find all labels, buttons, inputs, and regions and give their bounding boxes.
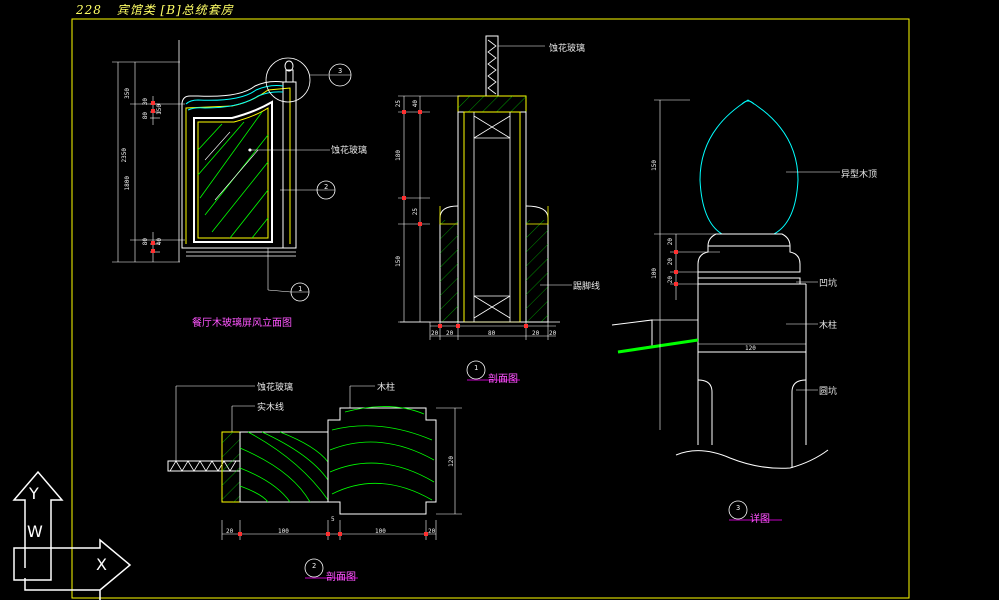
dim-det-e: 20 xyxy=(667,276,674,284)
label-wood-post-section2: 木柱 xyxy=(377,383,396,393)
ucs-w-label: W xyxy=(27,522,43,541)
sheet-header: 228 宾馆类 [B]总统套房 xyxy=(76,1,244,18)
ucs-icon xyxy=(12,470,132,600)
callout-1-number: 1 xyxy=(298,285,303,293)
label-baseboard: 踢脚线 xyxy=(573,282,601,292)
label-etched-glass-elevation: 蚀花玻璃 xyxy=(331,146,368,156)
label-etched-glass-section2: 蚀花玻璃 xyxy=(257,383,294,393)
dim-sec1-w5: 20 xyxy=(549,330,557,337)
title-elevation: 餐厅木玻璃屏风立面图 xyxy=(192,318,292,329)
section-1-title-circle xyxy=(466,360,486,380)
label-wood-post-detail: 木柱 xyxy=(819,321,838,331)
dim-sec2-w1: 20 xyxy=(226,528,234,535)
callout-3-number: 3 xyxy=(338,67,343,75)
title-section-1: 剖面图 xyxy=(488,374,518,385)
section-2-drawing xyxy=(167,385,462,579)
label-etched-glass-section1: 蚀花玻璃 xyxy=(549,44,586,54)
section-2-title-circle xyxy=(304,558,324,578)
dim-det-d: 100 xyxy=(651,268,658,279)
dim-sec1-d: 25 xyxy=(412,208,419,216)
sheet-border xyxy=(71,18,910,599)
dim-sec1-w2: 20 xyxy=(446,330,454,337)
dim-sec1-w1: 20 xyxy=(431,330,439,337)
dim-sec2-w3: 5 xyxy=(331,516,335,523)
elevation-drawing xyxy=(112,40,352,302)
label-solid-wood-line: 实木线 xyxy=(257,403,285,413)
dim-elev-d: 40 xyxy=(156,238,163,246)
ucs-x-label: X xyxy=(96,555,107,574)
dim-det-c: 20 xyxy=(667,258,674,266)
section-2-number: 2 xyxy=(312,562,317,570)
dim-sec1-e: 150 xyxy=(395,256,402,267)
title-detail-3: 详图 xyxy=(750,514,770,525)
dim-sec1-w4: 20 xyxy=(532,330,540,337)
dim-elev-top: 350 xyxy=(124,88,131,99)
dim-det-w: 120 xyxy=(745,345,756,352)
dim-sec1-a: 25 xyxy=(395,100,402,108)
dim-det-a: 150 xyxy=(651,160,658,171)
label-round-groove: 圆坑 xyxy=(819,387,838,397)
dim-elev-e: 150 xyxy=(156,104,163,115)
label-concave-groove: 凹坑 xyxy=(819,279,838,289)
callout-2-number: 2 xyxy=(324,183,329,191)
dim-elev-a: 30 xyxy=(142,98,149,106)
label-shaped-wood-top: 异型木顶 xyxy=(841,170,878,180)
section-1-number: 1 xyxy=(474,364,479,372)
dim-elev-c: 80 xyxy=(142,238,149,246)
dim-sec2-w5: 20 xyxy=(428,528,436,535)
dim-sec2-h: 120 xyxy=(448,456,455,467)
page-number: 228 xyxy=(76,3,102,17)
detail-3-drawing xyxy=(611,99,840,521)
dim-sec1-b: 40 xyxy=(412,100,419,108)
dim-sec2-w4: 100 xyxy=(375,528,386,535)
dim-sec1-c: 180 xyxy=(395,150,402,161)
dim-elev-total: 2350 xyxy=(121,148,128,163)
sheet-title: 宾馆类 [B]总统套房 xyxy=(116,3,234,17)
dim-sec2-w2: 100 xyxy=(278,528,289,535)
dim-elev-mid: 1800 xyxy=(124,176,131,191)
detail-3-number: 3 xyxy=(736,504,741,512)
dim-sec1-w3: 80 xyxy=(488,330,496,337)
dim-det-b: 20 xyxy=(667,238,674,246)
ucs-y-label: Y xyxy=(29,484,39,503)
section-1-drawing xyxy=(398,35,572,381)
detail-3-title-circle xyxy=(728,500,748,520)
dim-elev-b: 80 xyxy=(142,112,149,120)
title-section-2: 剖面图 xyxy=(326,572,356,583)
